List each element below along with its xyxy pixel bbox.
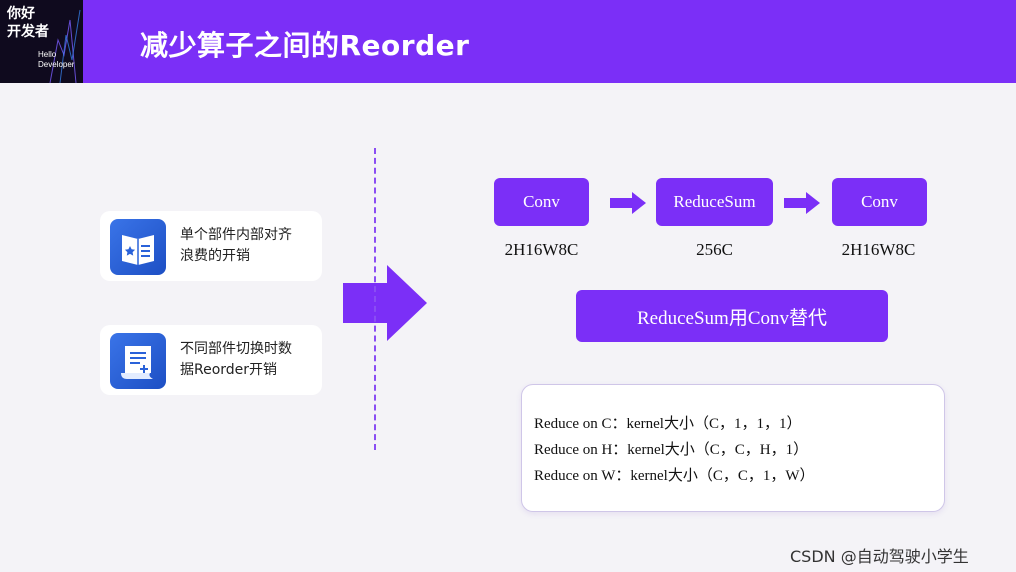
- card-line1: 不同部件切换时数: [180, 341, 292, 357]
- node-caption: 2H16W8C: [841, 240, 916, 259]
- conv-node: Conv: [494, 178, 589, 226]
- card-alignment-overhead: 单个部件内部对齐 浪费的开销: [100, 211, 322, 281]
- node-caption: 2H16W8C: [504, 240, 579, 259]
- kernel-info-box: Reduce on C：kernel大小（C，1，1，1） Reduce on …: [521, 384, 945, 512]
- reducesum-node: ReduceSum: [656, 178, 773, 226]
- logo-en-line1: Hello: [38, 50, 57, 59]
- logo-cn-line1: 你好: [7, 6, 35, 22]
- card-reorder-overhead: 不同部件切换时数 据Reorder开销: [100, 325, 322, 395]
- card-line2: 据Reorder开销: [180, 362, 278, 378]
- info-line: Reduce on W：kernel大小（C，C，1，W）: [534, 468, 815, 484]
- logo-decoration: [49, 9, 81, 83]
- info-line: Reduce on H：kernel大小（C，C，H，1）: [534, 442, 809, 458]
- book-star-icon: [110, 219, 166, 275]
- card-line1: 单个部件内部对齐: [180, 227, 292, 243]
- node-caption: 256C: [696, 240, 733, 259]
- node-label: Conv: [861, 192, 898, 211]
- scroll-plus-icon: [110, 333, 166, 389]
- node-label: ReduceSum: [673, 192, 756, 211]
- node-label: Conv: [523, 192, 560, 211]
- right-arrow-icon: [784, 192, 820, 214]
- card-line2: 浪费的开销: [180, 248, 250, 264]
- right-arrow-icon: [610, 192, 646, 214]
- watermark: CSDN @自动驾驶小学生: [790, 547, 969, 566]
- logo-chinese-text: 你好 开发者: [7, 5, 49, 41]
- logo-cn-line2: 开发者: [7, 24, 49, 40]
- header-bar: 你好 开发者 Hello Developer 减少算子之间的Reorder: [0, 0, 1016, 83]
- logo-english-text: Hello Developer: [38, 50, 74, 70]
- info-line: Reduce on C：kernel大小（C，1，1，1）: [534, 416, 802, 432]
- conv-node: Conv: [832, 178, 927, 226]
- replace-label: ReduceSum用Conv替代: [637, 307, 827, 329]
- card-text: 不同部件切换时数 据Reorder开销: [180, 339, 320, 381]
- replace-banner: ReduceSum用Conv替代: [576, 290, 888, 342]
- logo-en-line2: Developer: [38, 60, 75, 69]
- dashed-divider: [374, 148, 376, 450]
- big-right-arrow-icon: [343, 265, 427, 341]
- page-title: 减少算子之间的Reorder: [140, 29, 470, 62]
- hello-developer-logo: 你好 开发者 Hello Developer: [0, 0, 83, 83]
- card-text: 单个部件内部对齐 浪费的开销: [180, 225, 320, 267]
